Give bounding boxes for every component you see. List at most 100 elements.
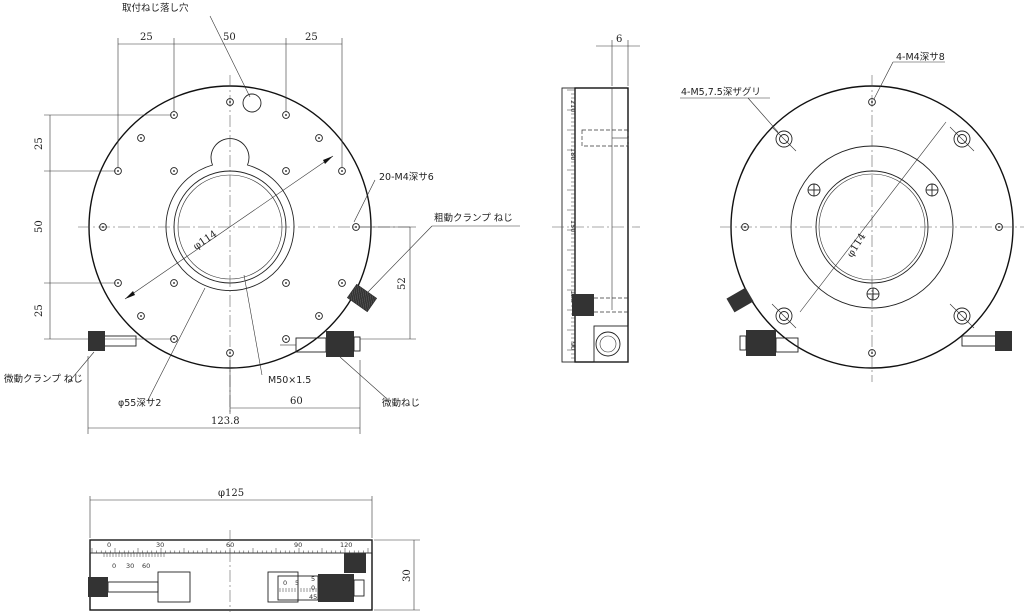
m4-hole bbox=[741, 223, 749, 231]
dim-25-left: 25 bbox=[140, 32, 153, 43]
m4-hole bbox=[868, 98, 876, 106]
m4-hole bbox=[226, 98, 234, 106]
bottom-fine-shaft bbox=[961, 335, 997, 347]
bottom-m4-holes bbox=[741, 98, 1003, 357]
dia-114-line bbox=[124, 155, 334, 300]
coarse-clamp-knob bbox=[346, 283, 378, 313]
front-sub-label-60: 60 bbox=[142, 562, 150, 570]
side-body bbox=[574, 87, 629, 363]
m4-hole-dot bbox=[285, 170, 287, 172]
m4-hole-dot bbox=[117, 282, 119, 284]
front-sub-label-30: 30 bbox=[126, 562, 134, 570]
m5-counterbore bbox=[775, 307, 793, 325]
front-scale-label-90: 90 bbox=[294, 541, 302, 549]
note-m50: M50×1.5 bbox=[268, 375, 311, 386]
bottom-dia-line bbox=[799, 121, 947, 313]
aperture-outline bbox=[165, 138, 295, 292]
m4-hole-dot bbox=[285, 338, 287, 340]
m4-hole-dot bbox=[140, 315, 142, 317]
note-4-m5: 4-M5,7.5深ザグリ bbox=[681, 86, 761, 98]
front-clamp-shaft bbox=[107, 581, 159, 593]
m4-hole-dot bbox=[341, 170, 343, 172]
m4-hole bbox=[170, 167, 178, 175]
front-scale-label-120: 120 bbox=[340, 541, 352, 549]
bottom-micrometer-body bbox=[775, 337, 799, 353]
m5-hole bbox=[779, 134, 789, 144]
front-micrometer-sleeve bbox=[267, 571, 299, 603]
dim-6: 6 bbox=[616, 34, 622, 45]
m4-hole-dot bbox=[117, 170, 119, 172]
dim-25-v-top: 25 bbox=[34, 137, 45, 150]
ring-screws bbox=[807, 183, 939, 301]
bottom-micrometer-cap bbox=[739, 335, 747, 351]
m4-hole bbox=[170, 279, 178, 287]
fine-clamp-shaft bbox=[103, 335, 137, 347]
m4-hole bbox=[352, 223, 360, 231]
m5-hole bbox=[957, 134, 967, 144]
m4-hole bbox=[995, 223, 1003, 231]
front-coarse-knob bbox=[344, 553, 366, 573]
side-scale bbox=[561, 87, 576, 363]
m4-hole-dot bbox=[341, 282, 343, 284]
dim-52: 52 bbox=[397, 277, 408, 290]
front-sub-label-0: 0 bbox=[112, 562, 116, 570]
front-scale-label-0: 0 bbox=[107, 541, 111, 549]
m4-hole-dot bbox=[318, 137, 320, 139]
note-20-m4: 20-M4深サ6 bbox=[379, 172, 434, 183]
m4-hole bbox=[315, 312, 323, 320]
fine-clamp-leader bbox=[67, 351, 95, 384]
side-view: 210 180 150 120 90 6 bbox=[552, 34, 640, 363]
m4-hole bbox=[99, 223, 107, 231]
dim-123-8: 123.8 bbox=[211, 416, 240, 427]
m4-hole-dot bbox=[285, 282, 287, 284]
micrometer-thimble bbox=[326, 331, 354, 357]
side-scale-label-5: 90 bbox=[569, 342, 577, 350]
note-phi55: φ55深サ2 bbox=[118, 398, 161, 409]
fine-clamp-knob bbox=[88, 331, 105, 351]
m5-cross bbox=[771, 303, 797, 329]
m4-hole bbox=[282, 279, 290, 287]
m5-counterbore bbox=[953, 307, 971, 325]
m4-hole bbox=[282, 167, 290, 175]
front-micrometer-cap bbox=[353, 579, 365, 597]
dia-114-label: φ114 bbox=[192, 229, 220, 253]
side-clamp bbox=[593, 325, 629, 363]
note-coarse-clamp: 粗動クランプ ねじ bbox=[434, 212, 513, 224]
dim-phi125: φ125 bbox=[218, 488, 244, 499]
side-scale-label-1: 210 bbox=[569, 100, 577, 112]
side-scale-ticks bbox=[567, 89, 575, 359]
m4-hole bbox=[338, 279, 346, 287]
side-clamp-circle bbox=[595, 331, 621, 357]
dim-30: 30 bbox=[402, 569, 413, 582]
m5-note-leader bbox=[747, 97, 779, 133]
micro-label-0: 0 bbox=[311, 584, 315, 592]
dim-25-right: 25 bbox=[305, 32, 318, 43]
dim-50-top: 50 bbox=[223, 32, 236, 43]
front-view: 0 30 60 90 120 0 30 60 5 0 45 0 5 φ125 bbox=[88, 488, 420, 612]
side-knob bbox=[572, 294, 594, 316]
m4-hole-dot bbox=[285, 114, 287, 116]
front-housing bbox=[157, 571, 191, 603]
mounting-screw-hole bbox=[242, 93, 262, 113]
micro-tick-5: 5 bbox=[295, 579, 299, 587]
bottom-view: φ114 4-M4深サ8 4-M5,7.5深ザグリ bbox=[680, 52, 1024, 382]
m4-hole-dot bbox=[173, 170, 175, 172]
dia-arrow bbox=[125, 291, 135, 299]
m4-note-leader bbox=[873, 61, 894, 100]
bottom-micrometer-thimble bbox=[746, 330, 776, 356]
dim-60: 60 bbox=[290, 396, 303, 407]
m4-hole-dot bbox=[229, 101, 231, 103]
m4-hole-dot bbox=[173, 282, 175, 284]
m5-counterbore bbox=[775, 130, 793, 148]
note-4-m4: 4-M4深サ8 bbox=[896, 52, 945, 63]
m5-hole bbox=[957, 311, 967, 321]
bottom-dia-114: φ114 bbox=[845, 232, 868, 260]
front-scale-label-30: 30 bbox=[156, 541, 164, 549]
m4-hole-dot bbox=[140, 137, 142, 139]
dim-50-v: 50 bbox=[34, 220, 45, 233]
front-clamp-knob bbox=[88, 577, 108, 597]
m4-hole-dot bbox=[102, 226, 104, 228]
m5-cross bbox=[949, 126, 975, 152]
side-scale-label-2: 180 bbox=[569, 148, 577, 160]
